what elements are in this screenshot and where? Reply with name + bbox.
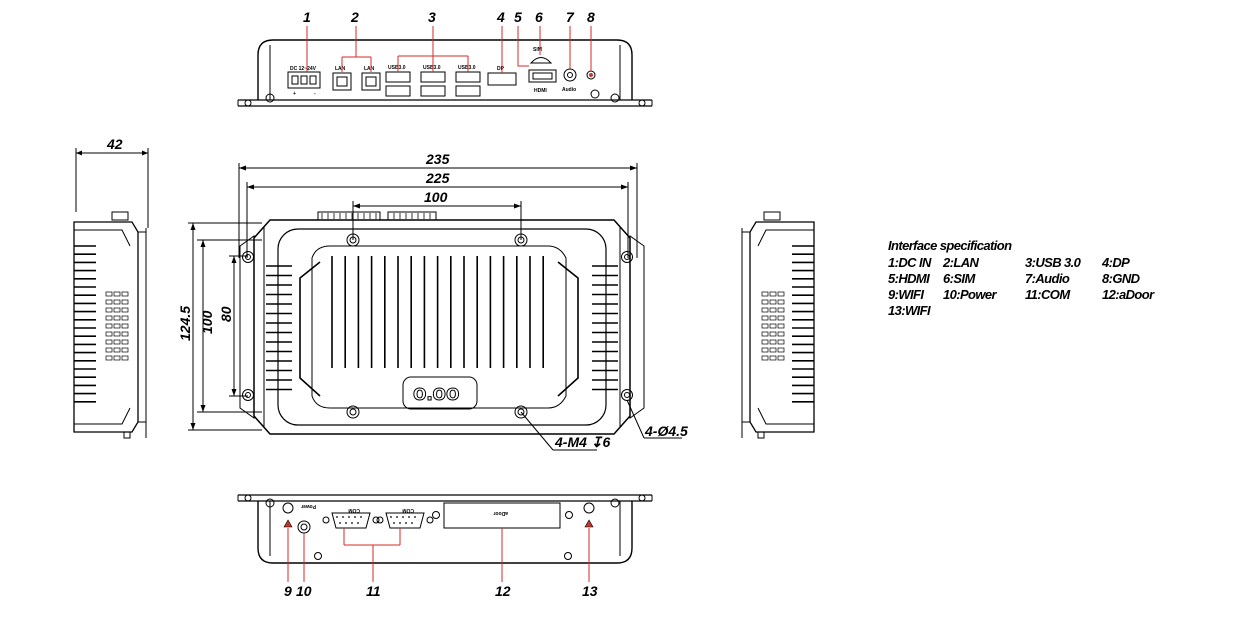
lan-port-2: [361, 72, 381, 91]
dp-port: [487, 72, 517, 86]
spec-item: 9:WIFI: [888, 287, 924, 302]
power-label: Power: [301, 503, 316, 509]
svg-text:o.oo: o.oo: [413, 380, 459, 405]
interface-specification: Interface specification 1:DC IN 2:LAN 3:…: [888, 238, 1188, 318]
screw-note: 4-M4 ↧6: [554, 434, 611, 450]
spec-item: 7:Audio: [1025, 271, 1070, 286]
spec-item: 13:WIFI: [888, 303, 931, 318]
usb-ports: [385, 71, 481, 97]
callout-9: 9: [284, 583, 292, 599]
wifi-antenna-left: [283, 519, 293, 528]
dim-overall-width: 235: [425, 151, 450, 167]
audio-jack: [563, 68, 577, 82]
spec-item: 4:DP: [1102, 255, 1130, 270]
dim-overall-height: 124.5: [177, 306, 193, 341]
com-port-2: [376, 512, 434, 529]
callout-8: 8: [587, 9, 595, 25]
callout-7: 7: [566, 9, 575, 25]
adoor-label: aDoor: [494, 510, 509, 516]
dc-port-label: DC 12~24V: [290, 66, 317, 72]
spec-item: 2:LAN: [943, 255, 979, 270]
dim-hole-spacing: 100: [424, 189, 448, 205]
spec-item: 10:Power: [943, 287, 997, 302]
left-side-view: 42: [73, 136, 149, 439]
dp-label: DP: [497, 66, 505, 72]
right-side-view: [741, 211, 815, 439]
spec-item: 3:USB 3.0: [1025, 255, 1081, 270]
callout-2: 2: [350, 9, 359, 25]
callout-5: 5: [514, 9, 522, 25]
svg-text:-: -: [314, 91, 316, 97]
spec-item: 1:DC IN: [888, 255, 931, 270]
callout-10: 10: [296, 583, 312, 599]
spec-item: 11:COM: [1025, 287, 1070, 302]
callout-11: 11: [366, 583, 381, 599]
spec-item: 8:GND: [1102, 271, 1140, 286]
mounting-holes: [242, 233, 633, 419]
callout-12: 12: [495, 583, 511, 599]
hole-note: 4-Ø4.5: [644, 423, 688, 439]
power-button: [297, 520, 311, 534]
lan1-label: LAN: [335, 66, 346, 72]
hdmi-port: [528, 69, 557, 83]
callout-13: 13: [582, 583, 598, 599]
usb3-label: USB3.0: [458, 65, 476, 71]
main-top-view: 235 225 100 124.5 100 80: [177, 151, 688, 451]
spec-item: 6:SIM: [943, 271, 975, 286]
rear-io-view: Power COM COM aDoor: [237, 494, 653, 599]
lan-port-1: [332, 72, 352, 91]
front-io-view: DC 12~24V + - LAN LAN USB3.0 USB3.0 USB3…: [237, 9, 653, 107]
audio-label: Audio: [562, 87, 576, 93]
usb1-label: USB3.0: [388, 65, 406, 71]
callout-1: 1: [303, 9, 311, 25]
lan2-label: LAN: [364, 66, 375, 72]
sim-label: SIM: [533, 47, 542, 53]
com1-label: COM: [348, 507, 360, 513]
hdmi-label: HDMI: [534, 88, 547, 94]
sim-slot: [529, 57, 553, 64]
com-port-1: [322, 512, 380, 529]
spec-item: 12:aDoor: [1102, 287, 1154, 302]
usb2-label: USB3.0: [423, 65, 441, 71]
dim-hole-height: 80: [218, 306, 234, 322]
svg-text:+: +: [293, 91, 296, 97]
spec-item: 5:HDMI: [888, 271, 930, 286]
spec-grid: 1:DC IN 2:LAN 3:USB 3.0 4:DP 5:HDMI 6:SI…: [888, 255, 1188, 318]
dim-mount-height: 100: [199, 310, 215, 334]
spec-title: Interface specification: [888, 238, 1012, 253]
callout-3: 3: [428, 9, 436, 25]
callout-6: 6: [535, 9, 543, 25]
callout-4: 4: [496, 9, 505, 25]
dim-depth: 42: [106, 136, 123, 152]
wifi-antenna-right: [584, 519, 594, 528]
com2-label: COM: [402, 507, 414, 513]
dc-in-port: [287, 71, 321, 89]
dim-mount-width: 225: [425, 170, 450, 186]
